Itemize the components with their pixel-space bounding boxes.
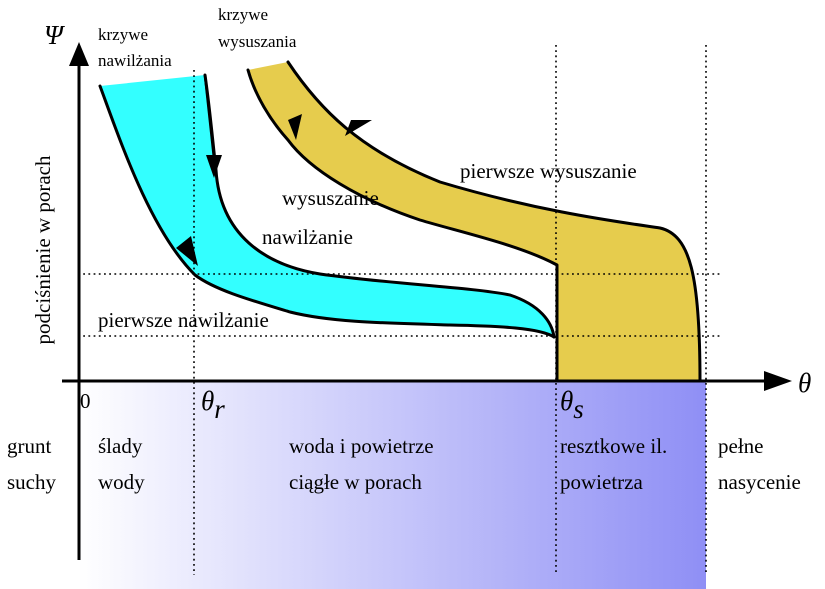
- label-leaders: [203, 74, 216, 159]
- drying-curves-label-line2: wysuszania: [218, 32, 297, 51]
- wetting-arrow-down: [206, 155, 222, 178]
- first-drying-curve: [286, 60, 702, 383]
- zone-residual-line2: powietrza: [560, 470, 643, 494]
- y-axis-arrowhead: [69, 42, 89, 66]
- axes: [62, 62, 770, 560]
- zone-traces-line1: ślady: [98, 434, 143, 458]
- wetting-hysteresis-area: [100, 75, 554, 337]
- zone-traces-line2: wody: [98, 470, 145, 494]
- theta-r-label: θr: [201, 386, 225, 424]
- zone-residual-line1: resztkowe il.: [560, 434, 667, 458]
- zone-full-line1: pełne: [718, 434, 763, 458]
- wetting-curves-label-line2: nawilżania: [98, 51, 172, 70]
- y-axis-symbol: Ψ: [44, 20, 66, 50]
- theta-r-subscript: r: [214, 394, 225, 424]
- zone-continuous-line1: woda i powietrze: [289, 434, 434, 458]
- drying-hysteresis-area: [248, 62, 700, 381]
- zone-dry-soil-line1: grunt: [7, 434, 51, 458]
- theta-s-label: θs: [560, 386, 584, 424]
- drying-curve: [246, 68, 559, 383]
- theta-r-base: θ: [201, 386, 214, 416]
- first-wetting-curve: [98, 84, 556, 339]
- x-axis-symbol: θ: [798, 368, 811, 398]
- drying-arrow-up: [288, 114, 302, 140]
- theta-s-subscript: s: [573, 394, 584, 424]
- theta-s-base: θ: [560, 386, 573, 416]
- first-drying-label: pierwsze wysuszanie: [460, 159, 637, 183]
- y-axis-label: podciśnienie w porach: [31, 155, 55, 344]
- wetting-curves-label-line1: krzywe: [98, 25, 148, 44]
- zone-dry-soil-line2: suchy: [7, 470, 56, 494]
- drying-label: wysuszanie: [282, 186, 379, 210]
- wetting-leader: [203, 74, 216, 159]
- drying-curves-label-line1: krzywe: [218, 5, 268, 24]
- origin-label: 0: [80, 389, 91, 413]
- guide-lines: [78, 45, 722, 575]
- zone-continuous-line2: ciągłe w porach: [289, 470, 422, 494]
- saturation-gradient-band: [78, 382, 706, 589]
- direction-arrows: [176, 114, 372, 266]
- x-axis-arrowhead: [764, 371, 792, 391]
- first-drying-arrow-up: [345, 120, 372, 136]
- first-wetting-label: pierwsze nawilżanie: [98, 308, 269, 332]
- zone-full-line2: nasycenie: [718, 470, 801, 494]
- wetting-label: nawilżanie: [262, 225, 353, 249]
- first-wetting-arrow: [176, 236, 198, 266]
